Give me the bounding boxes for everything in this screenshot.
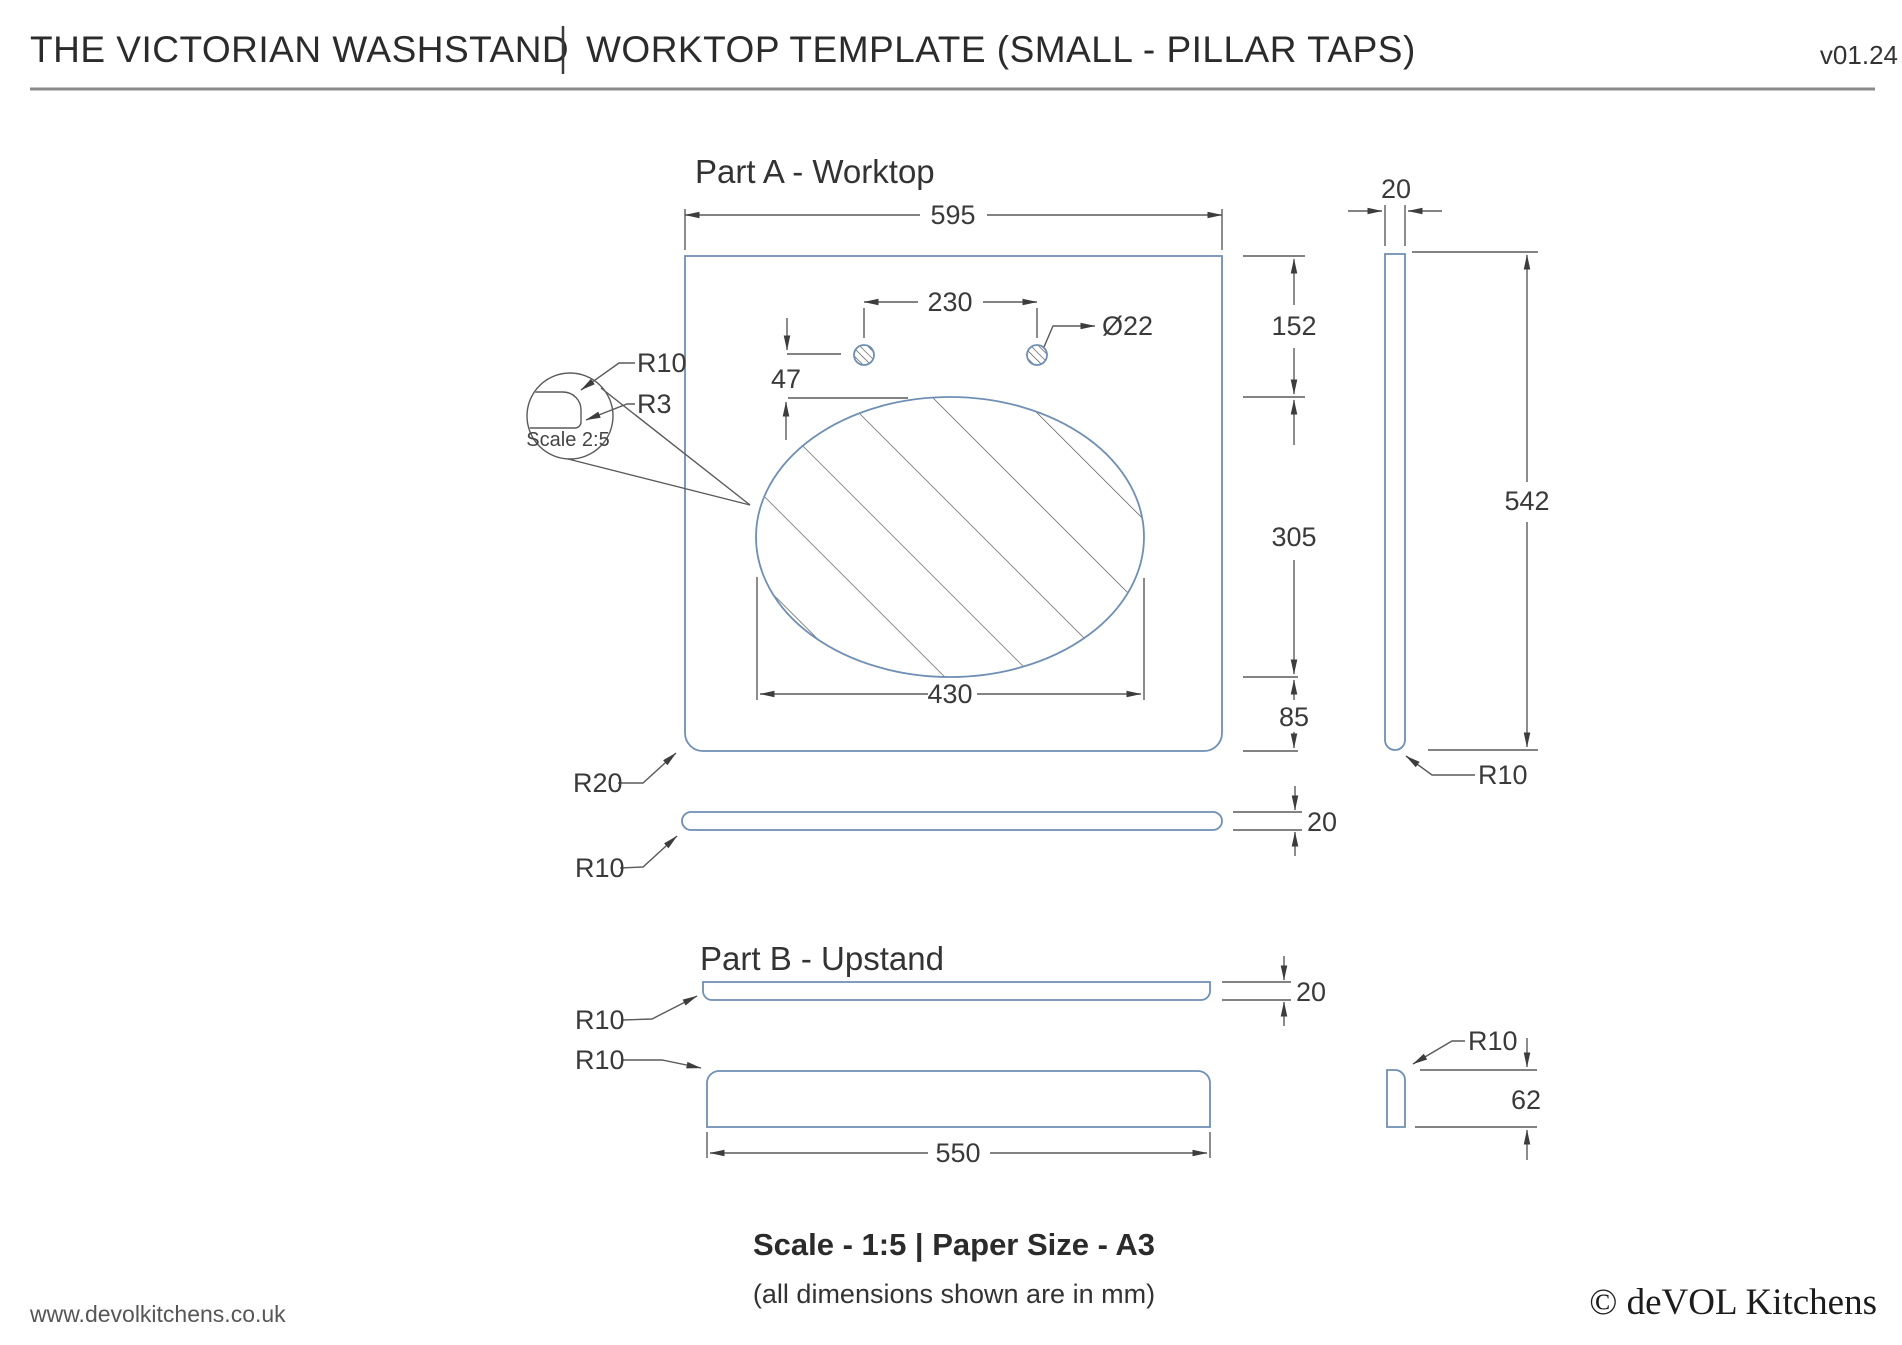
part-b: Part B - Upstand R10 20 R10 550: [575, 940, 1541, 1168]
upstand-20-label: 20: [1296, 977, 1326, 1007]
dim-430-label: 430: [927, 679, 972, 709]
dim-20-edge: 20: [1233, 786, 1337, 856]
side-view-outline: [1384, 253, 1406, 751]
dim-85-label: 85: [1279, 702, 1309, 732]
r20-label: R20: [573, 768, 623, 798]
dim-550-label: 550: [935, 1138, 980, 1168]
part-a-title: Part A - Worktop: [695, 153, 935, 190]
footer: Scale - 1:5 | Paper Size - A3 (all dimen…: [29, 1227, 1877, 1327]
leader-r20: R20: [573, 752, 677, 798]
leader-r10-plan: R10: [575, 995, 698, 1035]
devol-logo: © deVOL Kitchens: [1589, 1282, 1877, 1323]
plan-r10-label: R10: [575, 1005, 625, 1035]
basin-cutout-hatch: [756, 397, 1144, 677]
upstand-plan-outline: [702, 981, 1211, 1001]
upstand-front-outline: [706, 1070, 1211, 1128]
dim-305-label: 305: [1271, 522, 1316, 552]
worktop-outline: [684, 255, 1223, 752]
dim-230: 230: [863, 287, 1038, 338]
edge-20-label: 20: [1307, 807, 1337, 837]
page-title-left: THE VICTORIAN WASHSTAND: [30, 29, 569, 70]
leader-r10-edge: R10: [575, 835, 678, 883]
dim-hole-diameter: Ø22: [1043, 311, 1153, 348]
tap-hole-left: [853, 344, 875, 366]
detail-projection-line-upper: [600, 387, 751, 506]
dim-430: 430: [756, 577, 1145, 709]
tap-hole-right-hatch: [1027, 345, 1047, 365]
website-link[interactable]: www.devolkitchens.co.uk: [29, 1301, 286, 1327]
dim-542: 542: [1412, 251, 1550, 751]
leader-r10-side: R10: [1405, 755, 1528, 790]
basin-cutout-outline: [755, 396, 1145, 678]
detail-edge-profile: [528, 391, 582, 429]
dim-595-label: 595: [930, 200, 975, 230]
dim-595: 595: [684, 200, 1223, 250]
dim-62-label: 62: [1511, 1085, 1541, 1115]
side-20-label: 20: [1381, 174, 1411, 204]
edge-r10-label: R10: [575, 853, 625, 883]
dim-230-label: 230: [927, 287, 972, 317]
part-b-title: Part B - Upstand: [700, 940, 944, 977]
dim-chain-right: 152 305 85: [1243, 255, 1317, 752]
dim-47-label: 47: [771, 364, 801, 394]
dim-550: 550: [706, 1132, 1211, 1168]
detail-r3-label: R3: [637, 389, 672, 419]
scale-paper-label: Scale - 1:5 | Paper Size - A3: [753, 1227, 1155, 1262]
part-a-edge-view: R10 20: [575, 786, 1337, 883]
side-r10-label: R10: [1478, 760, 1528, 790]
tap-hole-left-hatch: [854, 345, 874, 365]
page-title-right: WORKTOP TEMPLATE (SMALL - PILLAR TAPS): [586, 29, 1416, 70]
version-label: v01.24: [1820, 40, 1898, 70]
part-a-plan: Part A - Worktop 595 230: [526, 153, 1317, 798]
dim-152-label: 152: [1271, 311, 1316, 341]
worktop-edge-outline: [681, 811, 1223, 831]
tap-hole-right: [1026, 344, 1048, 366]
dim-o22-label: Ø22: [1102, 311, 1153, 341]
front-r10-label: R10: [575, 1045, 625, 1075]
detail-scale-label: Scale 2:5: [526, 429, 609, 451]
leader-r10-end: R10: [1412, 1026, 1518, 1065]
dim-62: 62: [1415, 1038, 1541, 1160]
detail-projection-line-lower: [567, 458, 751, 506]
part-a-side-view: 20 542 R10: [1348, 174, 1550, 790]
leader-r10-front: R10: [575, 1045, 702, 1075]
detail-callout: Scale 2:5 R10 R3: [526, 348, 751, 506]
dim-20-side: 20: [1348, 174, 1442, 246]
detail-r10-label: R10: [637, 348, 687, 378]
dim-542-label: 542: [1504, 486, 1549, 516]
header: THE VICTORIAN WASHSTAND WORKTOP TEMPLATE…: [30, 26, 1898, 91]
dim-20-upstand: 20: [1222, 956, 1326, 1026]
dim-47: 47: [771, 318, 908, 440]
end-r10-label: R10: [1468, 1026, 1518, 1056]
upstand-end-outline: [1386, 1069, 1406, 1128]
units-note: (all dimensions shown are in mm): [753, 1279, 1155, 1309]
